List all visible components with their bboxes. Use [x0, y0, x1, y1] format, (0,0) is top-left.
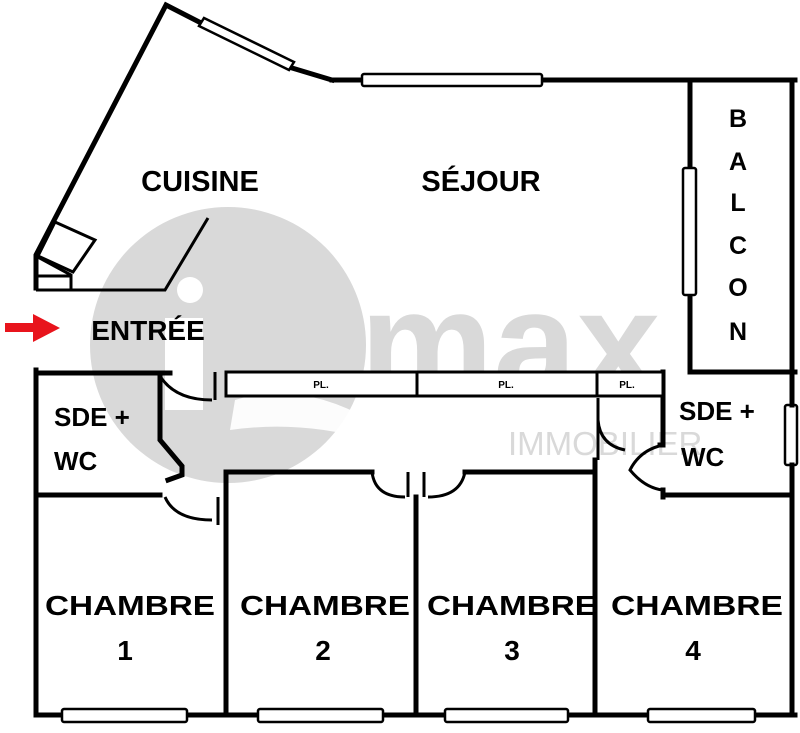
windows-lower	[60, 707, 757, 724]
window	[60, 707, 189, 724]
room-label-balcon: O	[728, 274, 747, 302]
closet-label: PL.	[313, 380, 329, 391]
room-label-balcon: N	[729, 318, 747, 346]
walls-upper	[33, 1, 798, 375]
arrow-right-icon	[5, 314, 60, 342]
room-labels: CUISINE SÉJOUR ENTRÉE B A L C O N SDE + …	[45, 105, 783, 666]
window	[443, 707, 570, 724]
watermark-subtitle: IMMOBILIER	[508, 425, 702, 462]
walls-bedrooms	[33, 457, 798, 718]
room-label-sde-left-wc: WC	[54, 446, 98, 476]
window	[256, 707, 385, 724]
room-label-chambre-2-num: 2	[315, 635, 331, 666]
room-label-chambre-4-num: 4	[685, 635, 701, 666]
watermark-brand: max	[360, 259, 660, 427]
room-label-chambre-3-num: 3	[504, 635, 520, 666]
room-label-chambre-4: CHAMBRE	[611, 590, 783, 621]
room-label-chambre-2: CHAMBRE	[240, 590, 410, 621]
window	[197, 16, 296, 72]
room-label-chambre-1-num: 1	[117, 635, 133, 666]
room-label-balcon: B	[729, 105, 747, 133]
room-label-sejour: SÉJOUR	[421, 164, 540, 198]
window	[646, 707, 757, 724]
room-label-entree: ENTRÉE	[91, 315, 205, 346]
closet-3	[595, 370, 665, 398]
closets: PL. PL. PL.	[224, 370, 665, 398]
windows-upper	[197, 16, 799, 467]
room-label-chambre-3: CHAMBRE	[427, 590, 597, 621]
room-label-sde-right: SDE +	[679, 396, 755, 426]
room-label-sde-left: SDE +	[54, 402, 130, 432]
room-label-balcon: L	[730, 189, 745, 217]
closet-label: PL.	[619, 380, 635, 391]
room-label-balcon: C	[729, 232, 747, 260]
room-label-balcon: A	[729, 148, 747, 176]
room-label-sde-right-wc: WC	[681, 442, 725, 472]
room-label-chambre-1: CHAMBRE	[45, 590, 215, 621]
window	[783, 403, 799, 467]
closet-label: PL.	[498, 380, 514, 391]
room-label-cuisine: CUISINE	[141, 166, 259, 198]
window	[360, 72, 544, 88]
window	[681, 166, 698, 297]
